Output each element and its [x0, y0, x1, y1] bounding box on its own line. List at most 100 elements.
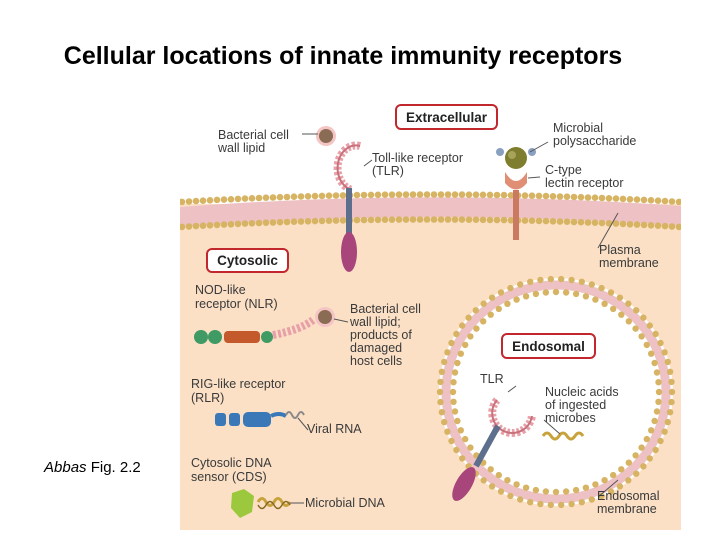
- membrane-lipid-bead: [283, 193, 291, 201]
- endosome-lipid-bead: [542, 488, 550, 495]
- extracellular-label: Extracellular: [406, 110, 488, 125]
- microbial-dna-label: Microbial DNA: [305, 496, 386, 510]
- membrane-lipid-bead: [437, 216, 445, 223]
- endosomal-box: Endosomal: [501, 333, 596, 359]
- endosome-lipid-bead: [552, 288, 560, 296]
- bacterial-lipid-ligand: [316, 126, 336, 146]
- membrane-lipid-bead: [521, 192, 529, 199]
- endosome-lipid-bead: [625, 477, 632, 484]
- membrane-lipid-bead: [570, 218, 578, 226]
- endosome-lipid-bead: [640, 463, 647, 470]
- caption-figure-number: Fig. 2.2: [86, 459, 141, 476]
- membrane-lipid-bead: [381, 216, 389, 223]
- membrane-lipid-bead: [332, 192, 340, 199]
- membrane-lipid-bead: [241, 195, 249, 202]
- endosome-lipid-bead: [648, 350, 655, 357]
- membrane-lipid-bead: [206, 197, 214, 204]
- endosome-lipid-bead: [618, 311, 625, 318]
- membrane-lipid-bead: [269, 194, 277, 201]
- membrane-lipid-bead: [395, 216, 403, 223]
- endosome-lipid-bead: [592, 481, 599, 488]
- endosome-lipid-bead: [487, 311, 494, 318]
- endosome-lipid-bead: [472, 307, 479, 314]
- membrane-lipid-bead: [668, 223, 676, 230]
- endosome-lipid-bead: [655, 398, 662, 405]
- endosome-lipid-bead: [558, 275, 565, 283]
- endosome-lipid-bead: [522, 293, 530, 300]
- endosome-lipid-bead: [436, 388, 444, 396]
- membrane-lipid-bead: [640, 221, 648, 229]
- membrane-lipid-bead: [444, 216, 452, 223]
- endosome-lipid-bead: [448, 339, 455, 347]
- membrane-lipid-bead: [339, 217, 347, 224]
- endosome-lipid-bead: [598, 284, 605, 292]
- membrane-lipid-bead: [248, 195, 256, 202]
- membrane-lipid-bead: [675, 223, 681, 231]
- membrane-lipid-bead: [374, 216, 382, 224]
- membrane-lipid-bead: [451, 191, 459, 198]
- membrane-lipid-bead: [325, 192, 333, 199]
- endosome-lipid-bead: [454, 359, 461, 367]
- endosome-lipid-bead: [664, 358, 671, 366]
- membrane-lipid-bead: [451, 216, 459, 223]
- figure-caption: Abbas Fig. 2.2: [44, 459, 141, 476]
- endosome-lipid-bead: [568, 500, 575, 508]
- membrane-lipid-bead: [479, 191, 487, 199]
- membrane-lipid-bead: [437, 191, 445, 198]
- membrane-lipid-bead: [521, 217, 529, 224]
- toll-like-receptor-label: Toll-like receptor(TLR): [372, 151, 463, 178]
- membrane-lipid-bead: [409, 216, 417, 223]
- membrane-lipid-bead: [528, 192, 536, 199]
- endosome-lipid-bead: [532, 486, 540, 494]
- plasma-membrane: [180, 191, 681, 231]
- endosome-lipid-bead: [448, 437, 455, 445]
- membrane-lipid-bead: [591, 219, 599, 226]
- membrane-lipid-bead: [297, 218, 305, 225]
- endosome-lipid-bead: [473, 325, 480, 332]
- endosome-lipid-bead: [661, 428, 668, 435]
- cytosolic-box: Cytosolic: [206, 248, 289, 273]
- endosomal-tlr-label: TLR: [480, 372, 504, 386]
- endosome-lipid-bead: [562, 289, 570, 296]
- endosome-lipid-bead: [444, 349, 451, 356]
- endosome-lipid-bead: [453, 330, 460, 338]
- membrane-lipid-bead: [227, 221, 235, 228]
- membrane-lipid-bead: [549, 218, 557, 225]
- membrane-lipid-bead: [626, 196, 634, 203]
- endosome-lipid-bead: [582, 293, 590, 300]
- membrane-lipid-bead: [626, 221, 634, 228]
- endosome-lipid-bead: [450, 398, 457, 405]
- endosome-lipid-bead: [652, 330, 659, 338]
- membrane-lipid-bead: [472, 216, 480, 223]
- membrane-lipid-bead: [507, 217, 515, 224]
- membrane-lipid-bead: [227, 196, 235, 203]
- endosome-lipid-bead: [653, 408, 661, 415]
- endosome-lipid-bead: [666, 368, 674, 375]
- endosome-lipid-bead: [459, 455, 466, 462]
- membrane-lipid-bead: [542, 217, 550, 225]
- endosome-lipid-bead: [655, 388, 663, 396]
- endosome-lipid-bead: [632, 452, 639, 459]
- endosome-lipid-bead: [480, 477, 487, 484]
- endosome-lipid-bead: [664, 418, 671, 426]
- endosome-lipid-bead: [438, 368, 446, 375]
- membrane-lipid-bead: [248, 220, 256, 227]
- membrane-lipid-bead: [612, 195, 620, 202]
- endosome-lipid-bead: [449, 388, 457, 396]
- membrane-lipid-bead: [402, 191, 410, 198]
- membrane-lipid-bead: [213, 221, 221, 229]
- endosome-lipid-bead: [547, 501, 554, 509]
- endosome-lipid-bead: [507, 492, 514, 500]
- membrane-lipid-bead: [612, 220, 620, 227]
- endosome-lipid-bead: [444, 428, 451, 435]
- membrane-lipid-bead: [479, 216, 487, 224]
- endosome-lipid-bead: [527, 499, 534, 506]
- endosome-lipid-bead: [552, 488, 560, 496]
- endosome-lipid-bead: [651, 417, 658, 425]
- membrane-lipid-bead: [535, 217, 543, 225]
- membrane-lipid-bead: [556, 218, 564, 225]
- membrane-lipid-bead: [591, 194, 599, 201]
